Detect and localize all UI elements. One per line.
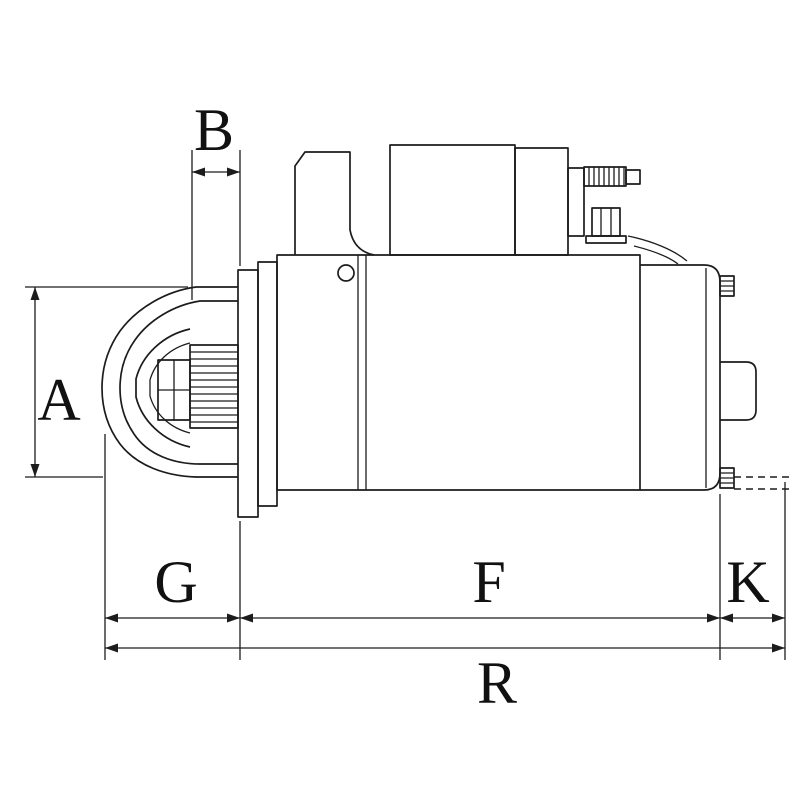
arrow-r-left <box>105 643 118 653</box>
arrow-a-top <box>30 287 40 300</box>
dim-label-k: K <box>726 549 769 615</box>
terminal-stud-body <box>583 166 627 187</box>
motor-body <box>276 254 641 491</box>
pinion-gear-teeth <box>190 351 238 423</box>
solenoid-housing <box>389 144 516 256</box>
mounting-flange-plate-1 <box>237 269 259 518</box>
rear-stud-bottom-threads <box>720 472 734 484</box>
arrow-b-right <box>227 167 240 177</box>
pinion-shaft-centerlines <box>158 360 190 420</box>
rear-boss <box>720 361 757 421</box>
motor-body-section-dividers <box>357 255 367 490</box>
top-bracket-tower <box>294 151 375 256</box>
rear-stud-top-threads <box>720 280 734 292</box>
dimension-annotations: B A G F K R <box>25 97 786 716</box>
fork-arm-inner-detail <box>149 342 191 434</box>
terminal-bolt <box>591 207 621 237</box>
dim-label-b: B <box>194 97 234 163</box>
arrow-g-left <box>105 613 118 623</box>
terminal-stud-threads <box>588 167 625 186</box>
dim-label-f: F <box>472 549 505 615</box>
fork-arm-detail <box>135 328 191 448</box>
arrow-k-left <box>720 613 733 623</box>
dim-label-r: R <box>477 650 517 716</box>
motor-outline <box>101 144 792 518</box>
end-cap-outline <box>640 264 721 491</box>
arrow-f-left <box>240 613 253 623</box>
arrow-g-right <box>227 613 240 623</box>
arrow-k-right <box>772 613 785 623</box>
body-hole <box>337 264 355 282</box>
nose-housing-outer-contour <box>101 286 238 478</box>
dim-label-a: A <box>37 367 80 433</box>
arrow-r-right <box>772 643 785 653</box>
solenoid-end-section <box>514 147 569 256</box>
nose-housing-inner-contour <box>119 300 238 465</box>
rear-stud-bottom <box>719 467 735 489</box>
terminal-bolt-hex-faces <box>600 208 612 236</box>
hidden-stud-axis-dashes <box>734 476 792 490</box>
arrow-f-right <box>707 613 720 623</box>
terminal-washer <box>585 235 627 244</box>
field-strap-wire <box>627 235 688 265</box>
mounting-flange-plate-2 <box>257 261 278 507</box>
rear-stud-top <box>719 275 735 297</box>
terminal-stud-nut <box>625 169 641 185</box>
arrow-a-bottom <box>30 464 40 477</box>
extension-lines <box>25 150 786 660</box>
pinion-shaft-block <box>157 359 191 421</box>
arrow-b-left <box>192 167 205 177</box>
terminal-bracket <box>567 167 585 237</box>
dim-label-g: G <box>154 549 197 615</box>
